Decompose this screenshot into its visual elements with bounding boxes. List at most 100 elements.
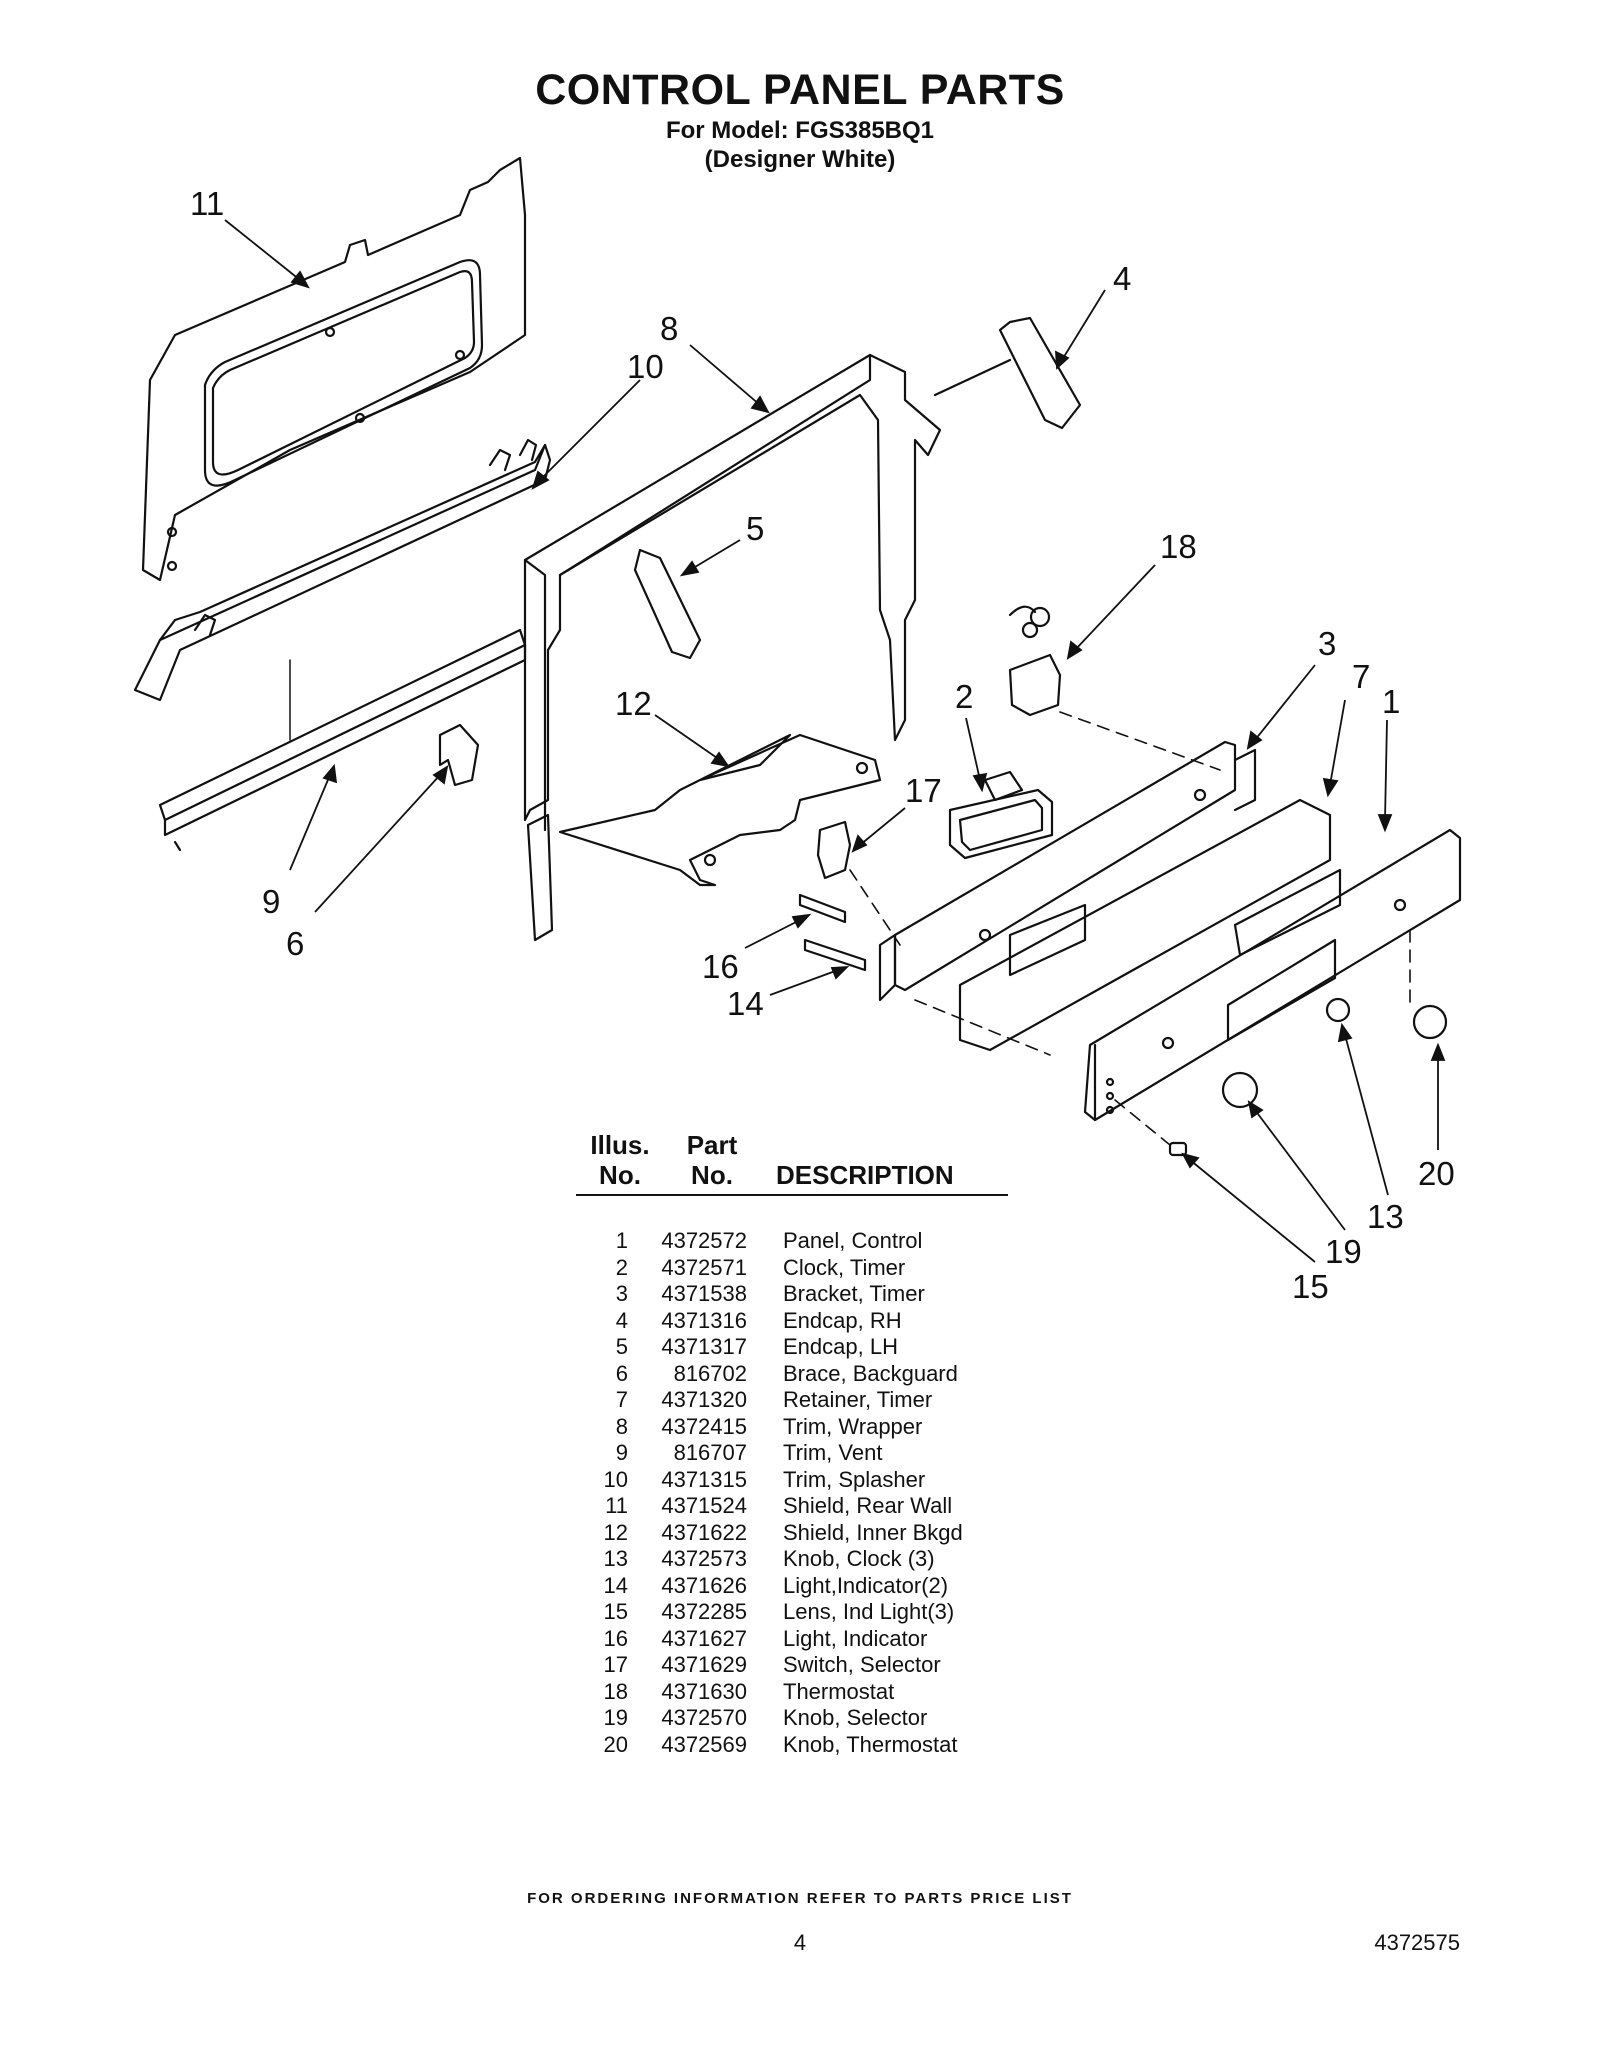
description-cell: Endcap, RH — [783, 1307, 902, 1333]
callout-3: 3 — [1318, 625, 1336, 662]
description-cell: Endcap, LH — [783, 1334, 898, 1359]
part-no-cell: 4372415 — [661, 1413, 747, 1439]
page-number: 4 — [793, 1930, 807, 1955]
callout-12: 12 — [615, 685, 652, 722]
callout-2: 2 — [955, 678, 973, 715]
description-cell: Switch, Selector — [783, 1652, 941, 1677]
illus-no-cell: 1 — [615, 1228, 628, 1253]
part-trim-wrapper — [523, 353, 942, 942]
callout-19: 19 — [1325, 1233, 1362, 1270]
part-no-cell: 4371320 — [661, 1387, 747, 1412]
callout-9: 9 — [262, 883, 280, 920]
illus-no-cell: 8 — [615, 1413, 628, 1439]
part-no-cell: 4371626 — [661, 1572, 747, 1598]
illus-no-cell: 17 — [603, 1652, 628, 1677]
part-lens — [1168, 1141, 1188, 1157]
description-cell: Knob, Thermostat — [783, 1731, 958, 1757]
illus-no-cell: 2 — [615, 1254, 628, 1280]
illus-no-cell: 13 — [603, 1546, 628, 1571]
table-row: 13 4372573 Knob, Clock (3) — [576, 1546, 1016, 1573]
part-no-cell: 816707 — [673, 1440, 747, 1465]
callout-11: 11 — [190, 185, 224, 222]
callout-15: 15 — [1292, 1268, 1329, 1305]
callout-14: 14 — [727, 985, 764, 1022]
description-cell: Knob, Selector — [783, 1705, 928, 1730]
part-no-cell: 4371317 — [661, 1334, 747, 1359]
illus-no-cell: 9 — [615, 1440, 628, 1465]
table-header-rule — [576, 1194, 1008, 1196]
part-no-cell: 4371622 — [661, 1519, 747, 1545]
description-cell: Light, Indicator — [783, 1625, 928, 1651]
part-no-cell: 4371627 — [661, 1625, 747, 1651]
callout-18: 18 — [1160, 528, 1197, 565]
description-cell: Clock, Timer — [783, 1254, 906, 1280]
part-no-cell: 4371524 — [661, 1493, 747, 1518]
part-no-cell: 4371315 — [661, 1466, 747, 1492]
part-knob-selector — [1221, 1071, 1259, 1109]
description-cell: Bracket, Timer — [783, 1281, 925, 1306]
description-cell: Retainer, Timer — [783, 1387, 933, 1412]
description-cell: Light,Indicator(2) — [783, 1572, 949, 1598]
description-cell: Shield, Inner Bkgd — [783, 1519, 963, 1545]
illus-no-cell: 20 — [603, 1731, 628, 1757]
column-header-illus-no: Illus. No. — [590, 1130, 650, 1190]
table-row: 18 4371630 Thermostat — [576, 1679, 1016, 1706]
callout-4: 4 — [1113, 260, 1131, 297]
illus-no-cell: 18 — [603, 1678, 628, 1704]
illus-no-cell: 4 — [615, 1307, 628, 1333]
description-cell: Lens, Ind Light(3) — [783, 1599, 955, 1624]
part-trim-vent — [158, 628, 527, 852]
part-no-cell: 4372573 — [661, 1546, 747, 1571]
callout-10: 10 — [627, 348, 664, 385]
description-cell: Thermostat — [783, 1678, 895, 1704]
part-no-cell: 816702 — [673, 1360, 747, 1386]
callout-8: 8 — [660, 310, 678, 347]
description-cell: Shield, Rear Wall — [783, 1493, 953, 1518]
description-cell: Brace, Backguard — [783, 1360, 958, 1386]
table-row: 11 4371524 Shield, Rear Wall — [576, 1493, 1016, 1520]
column-header-description: DESCRIPTION — [776, 1160, 954, 1190]
illus-no-cell: 10 — [603, 1466, 628, 1492]
description-cell: Panel, Control — [783, 1228, 923, 1253]
part-endcap-rh — [998, 316, 1082, 430]
table-row: 16 4371627 Light, Indicator — [576, 1626, 1016, 1653]
illus-no-cell: 5 — [615, 1334, 628, 1359]
part-light-indicator-2 — [803, 938, 867, 972]
part-no-cell: 4372569 — [661, 1731, 747, 1757]
callout-16: 16 — [702, 948, 739, 985]
part-light-indicator — [798, 893, 847, 924]
callout-5: 5 — [746, 510, 764, 547]
table-row: 9 816707 Trim, Vent — [576, 1440, 1016, 1467]
column-header-part-no: Part No. — [686, 1130, 738, 1190]
part-no-cell: 4372285 — [661, 1599, 747, 1624]
part-no-cell: 4372570 — [661, 1705, 747, 1730]
callout-1: 1 — [1382, 683, 1400, 720]
description-cell: Trim, Vent — [783, 1440, 883, 1465]
part-knob-thermostat — [1412, 1004, 1448, 1040]
callout-6: 6 — [286, 925, 304, 962]
callout-20: 20 — [1418, 1155, 1455, 1192]
variant-line: (Designer White) — [704, 146, 896, 173]
callout-13: 13 — [1367, 1198, 1404, 1235]
part-no-cell: 4371629 — [661, 1652, 747, 1677]
part-shield-inner-bkgd — [558, 733, 882, 887]
illus-no-cell: 11 — [605, 1493, 628, 1518]
model-line: For Model: FGS385BQ1 — [665, 117, 935, 144]
part-no-cell: 4371630 — [661, 1678, 747, 1704]
illus-no-cell: 3 — [615, 1281, 628, 1306]
table-row: 5 4371317 Endcap, LH — [576, 1334, 1016, 1361]
document-number: 4372575 — [1374, 1930, 1460, 1955]
part-knob-clock — [1325, 997, 1351, 1023]
illus-no-cell: 16 — [603, 1625, 628, 1651]
part-no-cell: 4371538 — [661, 1281, 747, 1306]
description-cell: Trim, Splasher — [783, 1466, 926, 1492]
part-endcap-lh — [633, 548, 702, 660]
illus-no-cell: 7 — [615, 1387, 628, 1412]
description-cell: Knob, Clock (3) — [783, 1546, 935, 1571]
